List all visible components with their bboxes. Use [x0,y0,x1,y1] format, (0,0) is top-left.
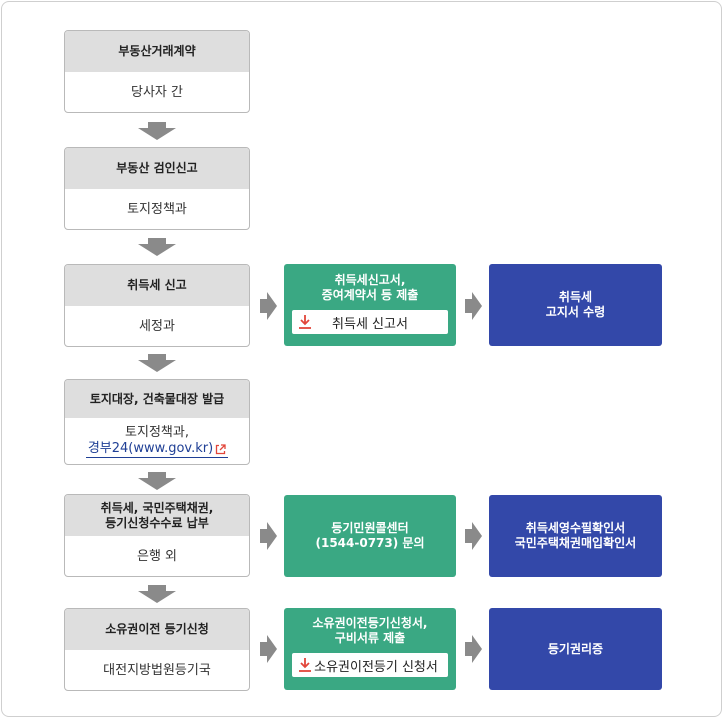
registry-call-center-box: 등기민원콜센터 (1544-0773) 문의 [284,495,456,577]
box-title-line: (1544-0773) 문의 [315,536,425,550]
box-line: 국민주택채권매입확인서 [514,536,637,550]
step-title: 부동산거래계약 [65,31,249,72]
box-title-line: 소유권이전등기신청서, [312,616,428,630]
step-title-line: 취득세, 국민주택채권, [100,500,214,515]
step-inspection-report: 부동산 검인신고 토지정책과 [64,147,250,230]
gray-arrow-icon [465,292,482,320]
receive-tax-notice-box: 취득세 고지서 수령 [489,264,662,346]
step-title: 취득세, 국민주택채권, 등기신청수수료 납부 [65,495,249,536]
step-sub-text: 세정과 [139,318,175,334]
box-line: 취득세 [558,290,593,304]
step-ownership-transfer-registration: 소유권이전 등기신청 대전지방법원등기국 [64,608,250,691]
download-label: 취득세 신고서 [332,316,408,332]
box-title: 소유권이전등기신청서, 구비서류 제출 [284,608,456,646]
step-title-line: 등기신청수수료 납부 [105,515,209,530]
box-title-line: 구비서류 제출 [334,631,406,645]
gray-arrow-icon [138,585,176,603]
step-title-text: 부동산 검인신고 [116,161,198,175]
box-title-line: 등기민원콜센터 [331,521,409,535]
gray-arrow-icon [465,522,482,550]
box-title-line: 취득세신고서, [334,273,406,287]
box-line: 취득세영수필확인서 [525,521,626,535]
box-title-line: 증여계약서 등 제출 [321,288,419,302]
step-tax-bond-fee-payment: 취득세, 국민주택채권, 등기신청수수료 납부 은행 외 [64,494,250,577]
submit-registration-documents-box: 소유권이전등기신청서, 구비서류 제출 소유권이전등기 신청서 [284,608,456,690]
step-title: 토지대장, 건축물대장 발급 [65,380,249,418]
gray-arrow-icon [260,635,277,663]
submit-tax-documents-box: 취득세신고서, 증여계약서 등 제출 취득세 신고서 [284,264,456,346]
step-title: 취득세 신고 [65,265,249,306]
download-icon [299,315,311,329]
gray-arrow-icon [260,292,277,320]
gov24-link[interactable]: 경부24(www.gov.kr) [85,441,229,458]
gray-arrow-icon [138,354,176,372]
box-line: 등기권리증 [547,641,604,656]
gray-arrow-icon [138,472,176,490]
gray-arrow-icon [465,635,482,663]
download-tax-report-button[interactable]: 취득세 신고서 [292,310,448,334]
step-sub-text: 은행 외 [136,548,177,564]
box-title: 등기민원콜센터 (1544-0773) 문의 [315,521,424,551]
step-sub: 은행 외 [65,536,249,576]
step-title-text: 취득세 신고 [127,278,187,292]
step-contract: 부동산거래계약 당사자 간 [64,30,250,113]
registration-certificate-box: 등기권리증 [489,608,662,690]
step-title: 부동산 검인신고 [65,148,249,189]
tax-bond-confirmation-box: 취득세영수필확인서 국민주택채권매입확인서 [489,495,662,577]
gray-arrow-icon [138,238,176,256]
step-sub: 세정과 [65,306,249,346]
link-text[interactable]: 경부24(www.gov.kr) [87,441,214,456]
step-sub: 토지정책과, 경부24(www.gov.kr) [65,418,249,464]
gray-arrow-icon [260,522,277,550]
step-sub-text: 대전지방법원등기국 [103,662,211,678]
external-link-icon [216,443,226,454]
download-label: 소유권이전등기 신청서 [314,659,438,675]
step-sub: 토지정책과 [65,189,249,229]
box-line: 고지서 수령 [545,305,606,319]
step-title: 소유권이전 등기신청 [65,609,249,650]
gray-arrow-icon [138,122,176,140]
download-icon [299,658,311,672]
step-sub: 대전지방법원등기국 [65,650,249,690]
step-title-text: 토지대장, 건축물대장 발급 [89,391,225,406]
download-registration-form-button[interactable]: 소유권이전등기 신청서 [292,653,448,677]
step-land-building-register: 토지대장, 건축물대장 발급 토지정책과, 경부24(www.gov.kr) [64,379,250,465]
step-sub-text: 당사자 간 [131,84,183,100]
step-sub: 당사자 간 [65,72,249,112]
step-title-text: 부동산거래계약 [118,44,196,58]
step-acquisition-tax-report: 취득세 신고 세정과 [64,264,250,347]
step-sub-text: 토지정책과, [125,425,189,440]
step-sub-text: 토지정책과 [127,201,187,217]
step-title-text: 소유권이전 등기신청 [105,622,209,636]
box-title: 취득세신고서, 증여계약서 등 제출 [284,264,456,303]
